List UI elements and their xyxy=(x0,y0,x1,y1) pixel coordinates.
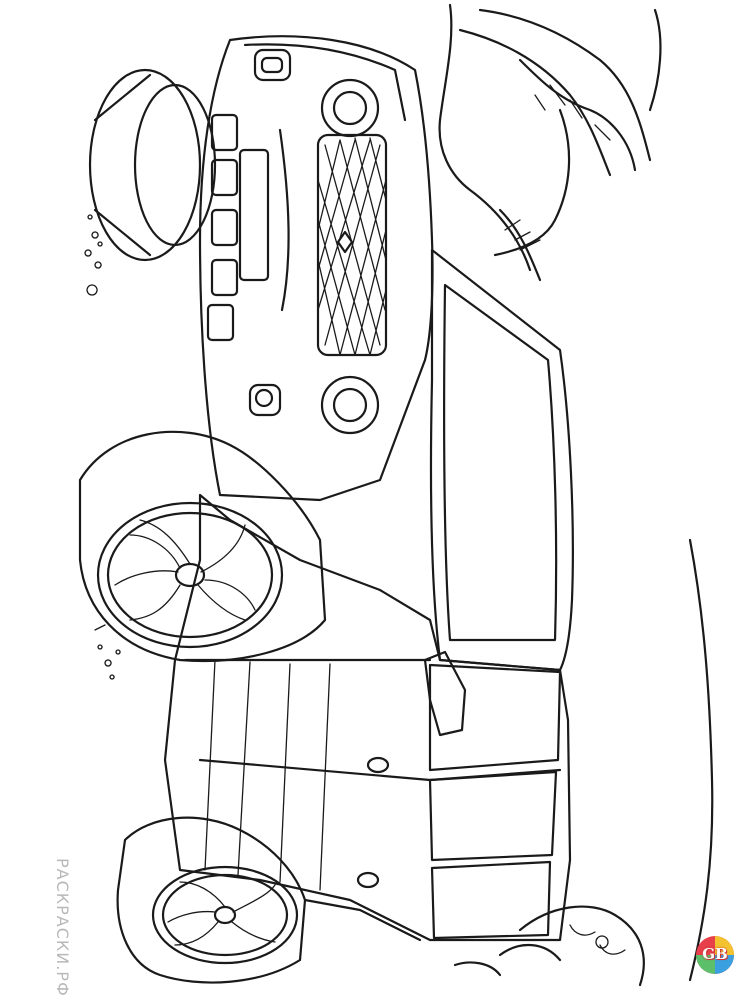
logo-text: GB xyxy=(702,945,728,963)
watermark-text: РАСКРАСКИ.РФ xyxy=(53,858,72,997)
gb-logo xyxy=(696,936,734,974)
suv-car xyxy=(78,35,574,984)
background-scenery xyxy=(84,3,714,987)
